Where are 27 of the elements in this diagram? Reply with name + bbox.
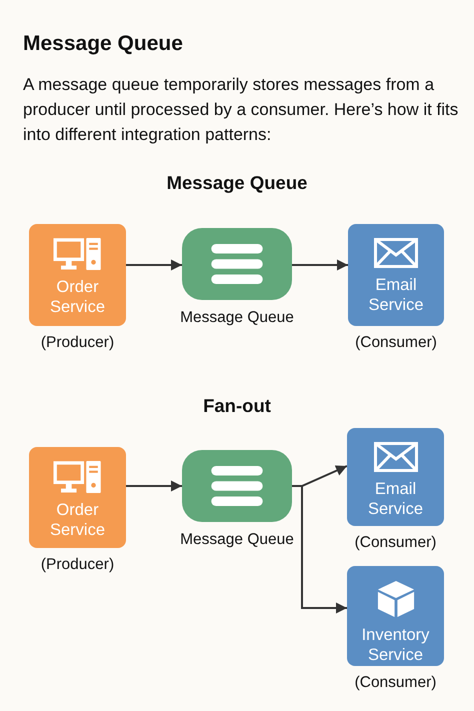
description-text: A message queue temporarily stores messages from a producer until processed by a consumer. Here’s how it fits into different integration patterns: <box>23 74 460 146</box>
service-name: Email Service <box>368 479 424 519</box>
arrow <box>292 260 348 270</box>
arrow <box>292 485 347 614</box>
queue-box <box>182 228 292 300</box>
queue-label: Message Queue <box>180 309 294 327</box>
page-title: Message Queue <box>23 31 183 57</box>
role-label: (Consumer) <box>354 534 436 552</box>
arrow <box>126 260 182 270</box>
role-label: (Consumer) <box>354 674 436 692</box>
arrow <box>126 480 182 492</box>
section-heading: Fan-out <box>203 395 271 417</box>
service-card <box>348 224 444 326</box>
service-name: Inventory Service <box>362 625 430 665</box>
role-label: (Producer) <box>40 334 114 352</box>
service-card <box>29 447 126 548</box>
service-name: Order Service <box>50 500 105 540</box>
service-card <box>29 224 126 326</box>
queue-box <box>182 450 292 522</box>
service-name: Email Service <box>368 275 424 315</box>
role-label: (Consumer) <box>355 334 437 352</box>
service-card <box>347 428 444 526</box>
queue-label: Message Queue <box>180 531 294 549</box>
service-name: Order Service <box>50 277 105 317</box>
role-label: (Producer) <box>40 556 114 574</box>
section-heading: Message Queue <box>166 172 308 194</box>
service-card <box>347 566 444 666</box>
